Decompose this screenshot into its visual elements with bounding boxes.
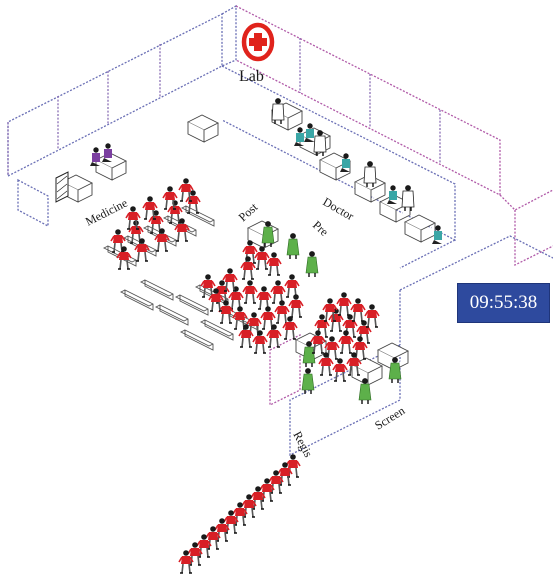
wall-top <box>221 4 237 67</box>
label-medicine: Medicine <box>83 196 130 229</box>
label-screen: Screen <box>372 403 407 432</box>
red-cross-icon <box>241 22 275 62</box>
wall-right-room <box>499 189 553 267</box>
walls <box>7 4 553 457</box>
clock-display: 09:55:38 <box>457 283 550 323</box>
label-post: Post <box>236 200 261 225</box>
label-lab: Lab <box>239 68 264 85</box>
wall-top-left <box>7 12 223 178</box>
wall-inner <box>221 65 456 242</box>
label-doctor: Doctor <box>321 194 357 223</box>
label-pre: Pre <box>310 218 331 239</box>
wall-lower <box>289 343 401 457</box>
medicine-cabinet <box>55 171 69 203</box>
wall-right-upper <box>235 5 501 197</box>
